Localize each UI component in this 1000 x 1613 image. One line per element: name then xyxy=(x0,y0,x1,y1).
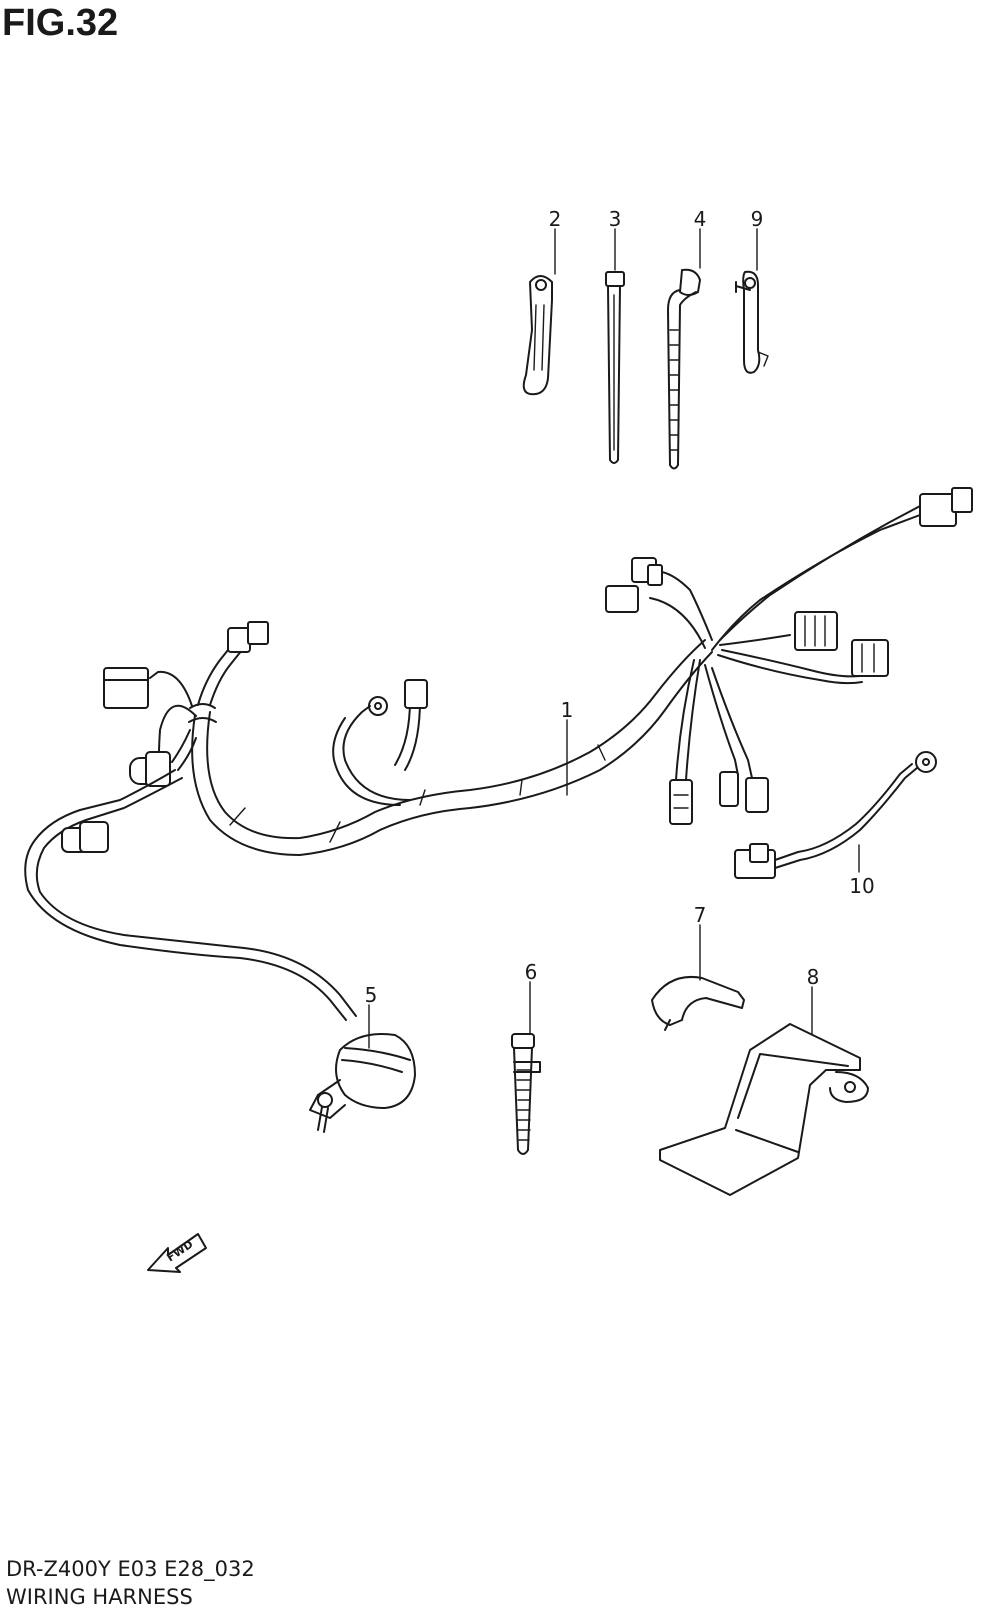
fwd-arrow-icon: FWD xyxy=(147,1233,207,1273)
callout-8[interactable]: 8 xyxy=(807,965,820,989)
callout-5[interactable]: 5 xyxy=(365,983,378,1007)
callout-4[interactable]: 4 xyxy=(694,207,707,231)
callout-10[interactable]: 10 xyxy=(849,874,874,898)
callout-labels: 2 3 4 9 1 10 5 6 7 8 xyxy=(365,207,875,1007)
callout-7[interactable]: 7 xyxy=(694,903,707,927)
callout-leaders xyxy=(368,228,860,1049)
part-2-clamp[interactable] xyxy=(522,275,553,396)
part-1-wiring-harness[interactable] xyxy=(24,487,973,1021)
callout-2[interactable]: 2 xyxy=(549,207,562,231)
part-9-clamp[interactable] xyxy=(735,270,769,374)
figure-title: FIG.32 xyxy=(2,2,119,44)
part-4-cable-tie[interactable] xyxy=(667,268,701,470)
part-6-cable-tie[interactable] xyxy=(511,1033,541,1155)
diagram-title: WIRING HARNESS xyxy=(6,1585,193,1609)
part-7-cover[interactable] xyxy=(651,976,745,1031)
part-8-bracket[interactable] xyxy=(659,1023,869,1196)
callout-6[interactable]: 6 xyxy=(525,960,538,984)
model-code: DR-Z400Y E03 E28_032 xyxy=(6,1557,255,1581)
part-10-lead-wire[interactable] xyxy=(734,751,937,879)
part-3-cable-tie[interactable] xyxy=(605,271,625,464)
callout-1[interactable]: 1 xyxy=(561,698,574,722)
part-5-bracket[interactable] xyxy=(309,1033,416,1133)
fwd-label: FWD xyxy=(164,1238,195,1265)
callout-3[interactable]: 3 xyxy=(609,207,622,231)
callout-9[interactable]: 9 xyxy=(751,207,764,231)
